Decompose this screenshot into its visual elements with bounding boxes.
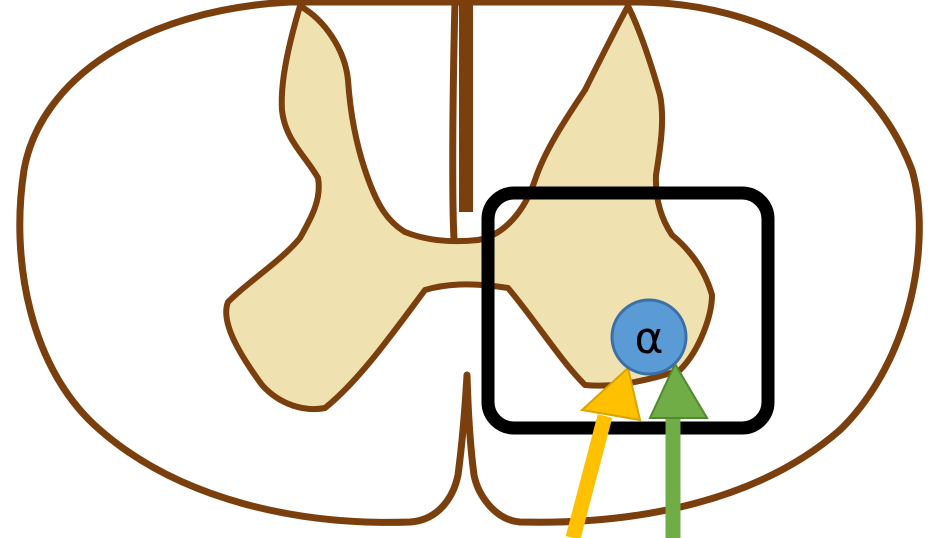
neuron-label: α	[634, 313, 663, 364]
alpha-motor-neuron: α	[612, 300, 686, 374]
